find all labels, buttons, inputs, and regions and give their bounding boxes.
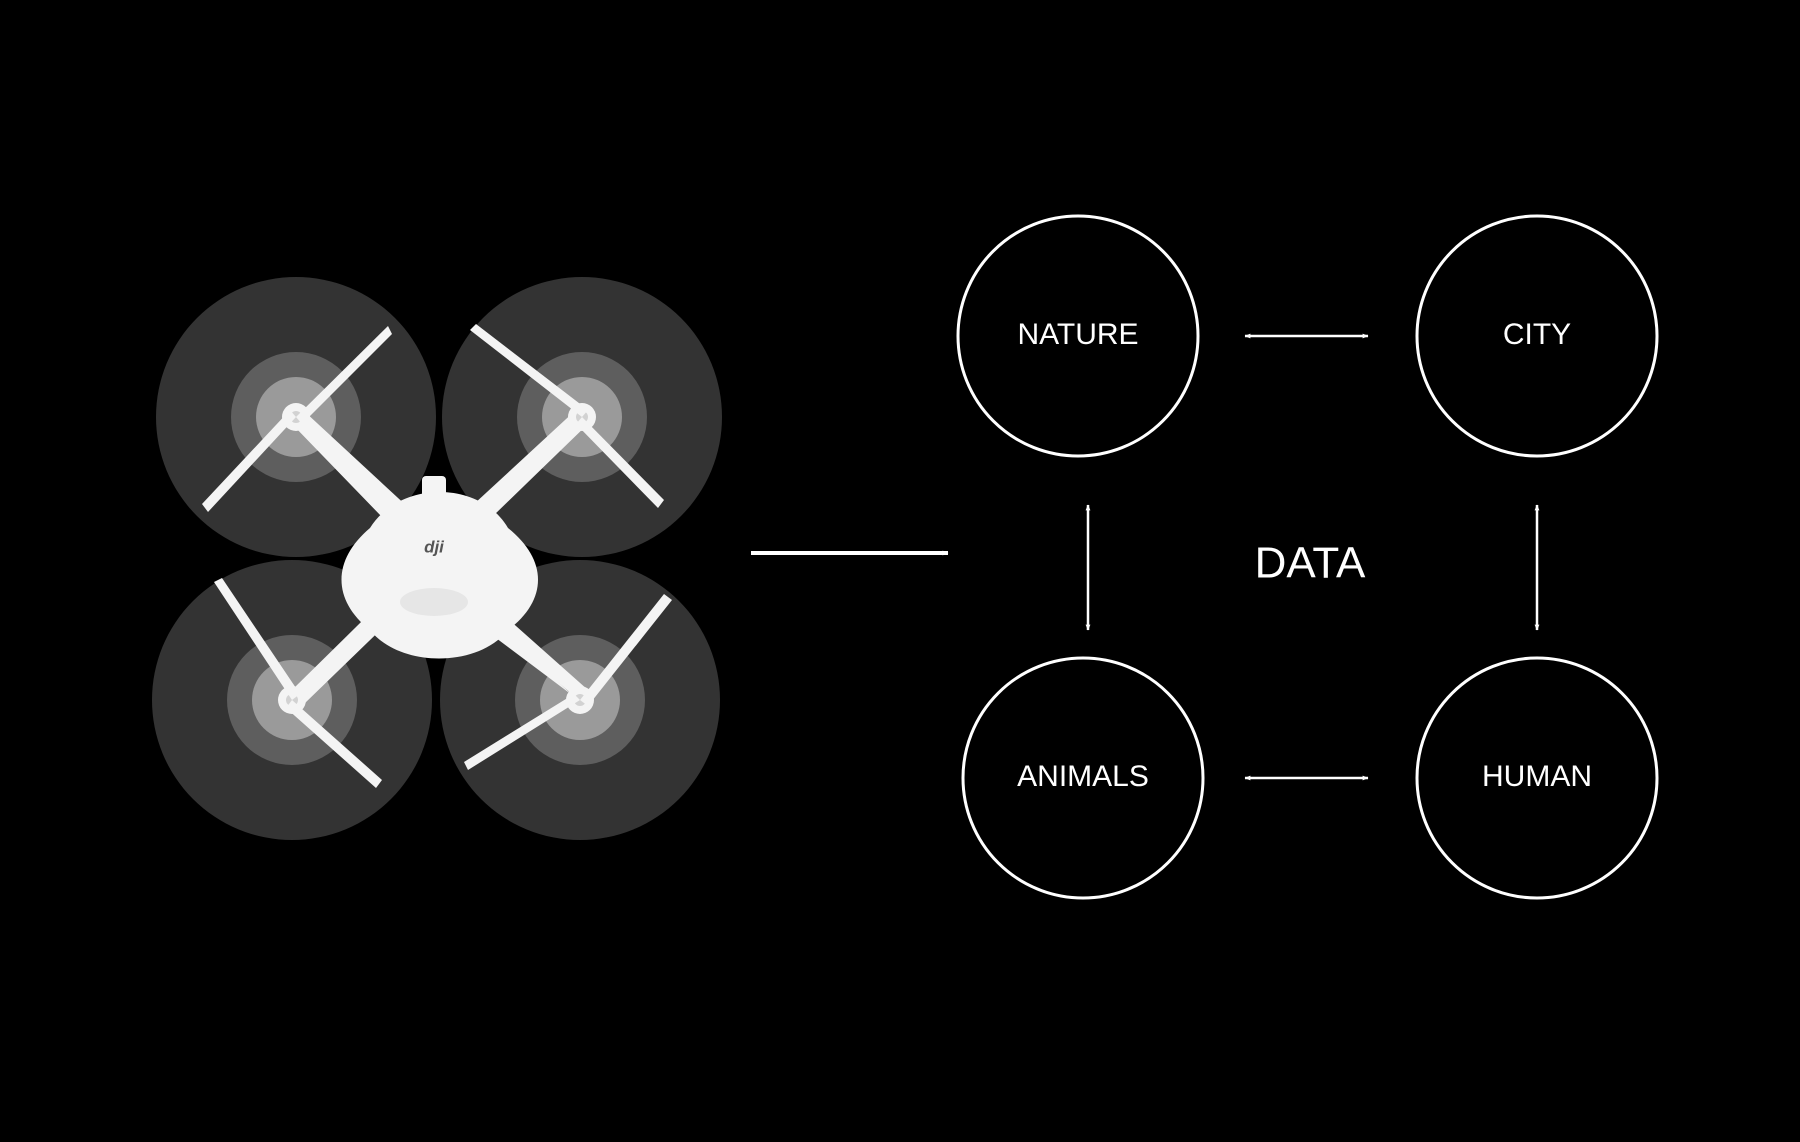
node-label-nature: NATURE (1017, 318, 1138, 351)
center-label-data: DATA (1255, 539, 1366, 588)
node-nature: NATURE (956, 214, 1200, 458)
node-animals: ANIMALS (961, 656, 1205, 900)
node-circle (1415, 656, 1659, 900)
node-circle (956, 214, 1200, 458)
node-circle (961, 656, 1205, 900)
quadcopter-drone-icon: dji (202, 324, 672, 788)
node-city: CITY (1415, 214, 1659, 458)
node-human: HUMAN (1415, 656, 1659, 900)
node-circle (1415, 214, 1659, 458)
node-label-human: HUMAN (1482, 760, 1592, 793)
drone-brand-logo: dji (424, 537, 445, 556)
drone-illustration: dji (152, 277, 722, 840)
node-label-city: CITY (1503, 318, 1571, 351)
node-label-animals: ANIMALS (1017, 760, 1149, 793)
